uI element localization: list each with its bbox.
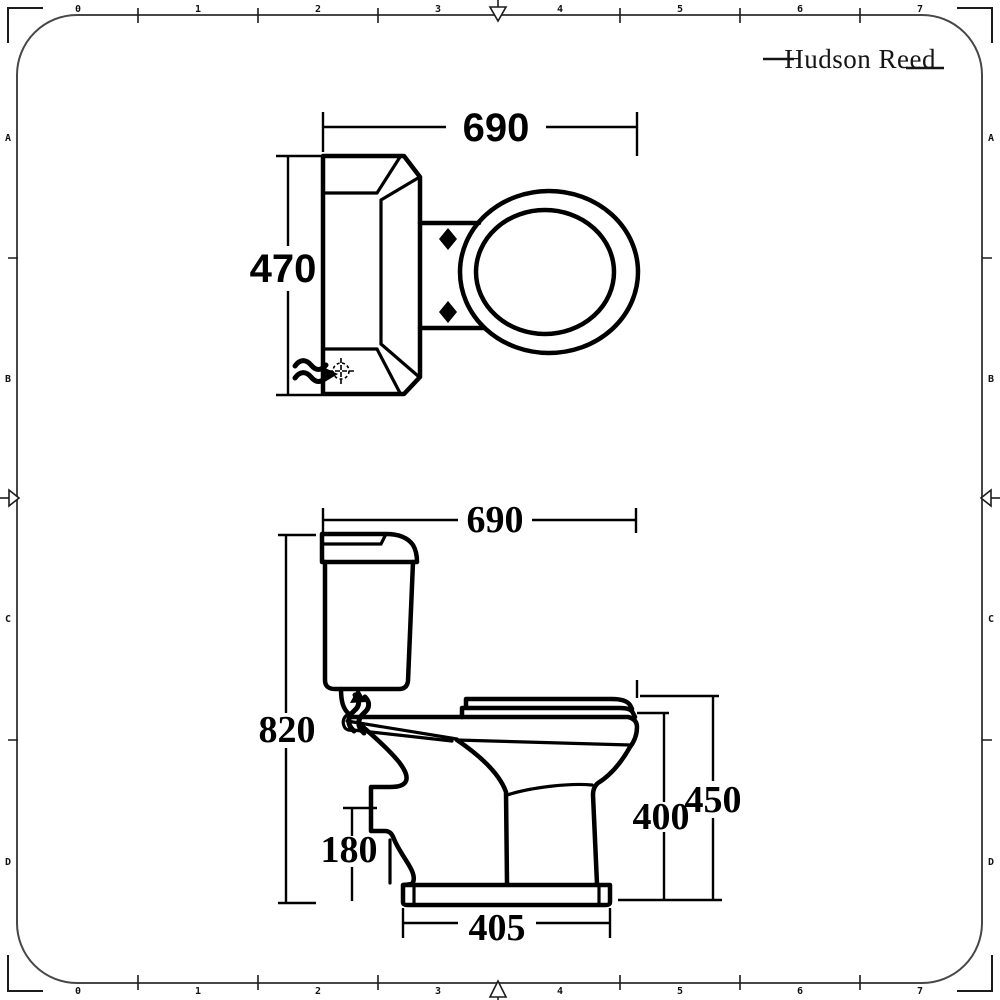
brand-logo: Hudson Reed [763, 44, 944, 74]
ruler-top-number: 5 [677, 4, 683, 15]
center-marker-top [488, 6, 508, 23]
ruler-right-letter: D [988, 857, 994, 868]
ruler-bottom: 0 1 2 3 4 5 6 7 [75, 975, 923, 1000]
side-height-dim-lines [278, 533, 316, 905]
plan-width-dim-lines [321, 112, 639, 156]
plan-depth-dim-lines [276, 154, 322, 397]
ruler-top: 0 1 2 3 4 5 6 7 [75, 0, 923, 23]
crop-mark-top-left [7, 7, 43, 43]
seat-and-lid-side [459, 696, 638, 720]
side-height-label: 820 [259, 709, 316, 751]
ruler-right-letter: A [988, 133, 994, 144]
shelf-beak [341, 712, 355, 732]
pan-height-dimension: 400 [618, 711, 722, 902]
crosshair-lines [328, 358, 354, 384]
inlet-marker-plan [292, 358, 354, 384]
ruler-left: A B C D [0, 133, 21, 868]
ruler-right-letter: C [988, 614, 994, 625]
side-width-dimension: 690 [321, 499, 639, 698]
hinge-plate [417, 220, 486, 331]
water-squiggle-plan [292, 358, 329, 384]
ruler-right: A B C D [979, 133, 1000, 868]
ruler-top-number: 6 [797, 4, 803, 15]
ruler-bottom-ticks [137, 975, 861, 990]
ruler-bottom-number: 3 [435, 986, 441, 997]
seat-inner-ring [473, 207, 617, 337]
ruler-left-ticks [8, 257, 18, 741]
plinth-base [400, 882, 613, 908]
rim-bottom-line [454, 738, 632, 747]
hinge-bolt-bottom [439, 301, 457, 323]
hinge-bolt-top [439, 228, 457, 250]
plan-width-dimension: 690 [321, 106, 639, 156]
ruler-bottom-number: 6 [797, 986, 803, 997]
seat-outer-ring [457, 188, 641, 356]
bowl-interior-curve [454, 737, 510, 886]
ruler-left-letter: D [5, 857, 11, 868]
ruler-top-number: 0 [75, 4, 81, 15]
flush-arrowhead [350, 688, 366, 703]
crop-mark-bottom-right [957, 955, 993, 992]
plan-view: 690 470 [250, 106, 641, 397]
cistern-lid-edge-line [320, 532, 388, 546]
side-width-dim-lines [321, 508, 639, 698]
center-marker-bottom [488, 979, 508, 998]
ruler-left-letter: A [5, 133, 11, 144]
ruler-bottom-number: 0 [75, 986, 81, 997]
cistern-plan-inner-rim [321, 155, 420, 395]
crop-mark-bottom-left [7, 955, 43, 992]
base-depth-dim-lines [401, 908, 612, 938]
seat-height-dim-lines [640, 694, 719, 900]
ruler-bottom-number: 7 [917, 986, 923, 997]
base-depth-label: 405 [469, 907, 526, 949]
trap-profile [360, 724, 416, 888]
ruler-top-number: 2 [315, 4, 321, 15]
ruler-bottom-number: 2 [315, 986, 321, 997]
flush-squiggle-2 [356, 694, 372, 736]
pan-height-dim-lines [618, 711, 722, 902]
logo-wordmark: Hudson Reed [784, 44, 936, 74]
flush-flow-marker [346, 688, 372, 736]
base-depth-dimension: 405 [401, 907, 612, 949]
ruler-top-number: 7 [917, 4, 923, 15]
outlet-height-dimension: 180 [321, 806, 378, 901]
ruler-top-number: 1 [195, 4, 201, 15]
center-marker-left [8, 488, 21, 508]
crop-mark-top-right [957, 7, 993, 43]
side-view: 690 820 450 400 180 405 [259, 499, 742, 949]
ruler-right-ticks [982, 257, 992, 741]
outlet-height-label: 180 [321, 829, 378, 871]
ruler-right-letter: B [988, 374, 994, 385]
side-width-label: 690 [467, 499, 524, 541]
ruler-top-number: 3 [435, 4, 441, 15]
cistern-tank-side [322, 559, 416, 692]
plan-width-label: 690 [463, 106, 530, 150]
side-height-dimension: 820 [259, 533, 316, 905]
plan-depth-label: 470 [250, 247, 317, 291]
ruler-left-letter: C [5, 614, 11, 625]
seat-height-label: 450 [685, 779, 742, 821]
pan-height-label: 400 [633, 796, 690, 838]
water-arrowhead-plan [323, 367, 338, 383]
ruler-top-ticks [137, 8, 861, 23]
bowl-bottom-arc [505, 782, 594, 797]
ruler-bottom-number: 5 [677, 986, 683, 997]
center-marker-right [979, 488, 992, 508]
cistern-lid-side [319, 531, 420, 565]
rim-and-bowl-outline [349, 714, 640, 887]
ruler-bottom-number: 1 [195, 986, 201, 997]
cistern-plan-outline [320, 153, 423, 397]
ruler-bottom-number: 4 [557, 986, 563, 997]
plinth-face-lines [412, 883, 601, 907]
ruler-top-number: 4 [557, 4, 563, 15]
plan-depth-dimension: 470 [250, 154, 322, 397]
seat-height-dimension: 450 [640, 694, 742, 900]
ruler-left-letter: B [5, 374, 11, 385]
